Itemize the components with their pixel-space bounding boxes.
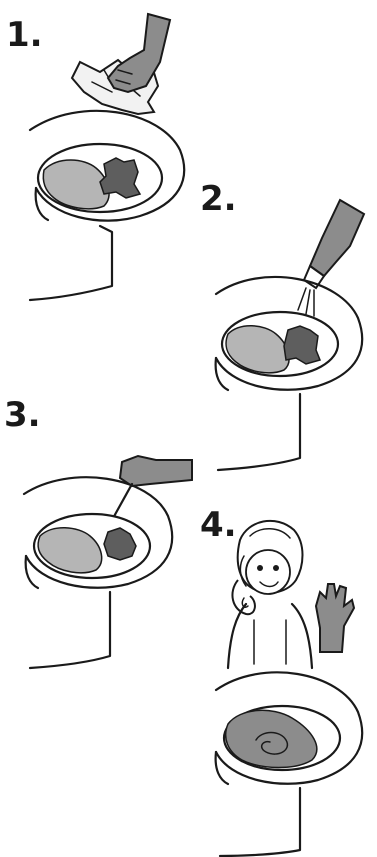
spray-bottle [310, 200, 364, 276]
step-3-illustration [24, 456, 192, 668]
step-1-illustration [30, 14, 184, 300]
step-2-illustration [216, 200, 364, 470]
step-number-2: 2. [200, 182, 237, 216]
step-number-1: 1. [6, 18, 43, 52]
step-number-3: 3. [4, 398, 41, 432]
step-4-illustration [216, 521, 363, 856]
raised-glove [316, 584, 354, 652]
stain-dark-1 [100, 158, 140, 198]
step-number-4: 4. [200, 508, 237, 542]
gloved-hand-3 [120, 456, 192, 486]
